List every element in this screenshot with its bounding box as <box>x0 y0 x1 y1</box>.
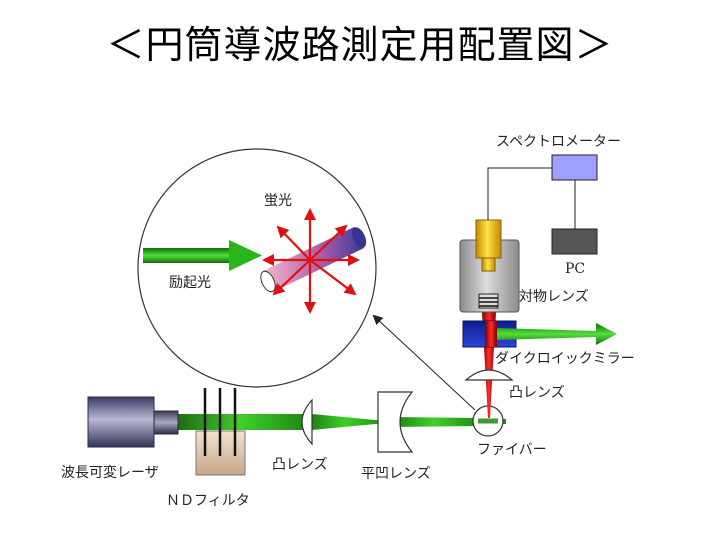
plano-concave-lens <box>377 391 414 453</box>
page-title: ＜円筒導波路測定用配置図＞ <box>106 23 614 67</box>
magnified-view-circle <box>137 148 377 388</box>
magnify-pointer-arrow <box>372 314 476 411</box>
excitation-label: 励起光 <box>169 275 211 291</box>
convex-lens-left <box>301 398 313 446</box>
excitation-beam <box>178 414 506 430</box>
nd-filter <box>195 388 246 476</box>
excitation-arrow <box>143 240 262 271</box>
plano-concave-lens-label: 平凹レンズ <box>361 466 431 482</box>
connection-lines <box>487 167 576 229</box>
spectrometer <box>551 154 598 181</box>
objective-lens-label: 対物レンズ <box>519 289 589 305</box>
dichroic-reflected-beam <box>497 323 617 345</box>
objective-lens <box>459 219 520 313</box>
convex-lens-left-label: 凸レンズ <box>272 457 328 473</box>
fiber-label: ファイバー <box>477 442 547 458</box>
convex-lens-right <box>464 369 514 381</box>
dichroic-mirror-label: ダイクロイックミラー <box>495 351 635 367</box>
fluorescence-arrows <box>262 208 360 314</box>
convex-lens-right-label: 凸レンズ <box>509 385 565 401</box>
spectrometer-label: スペクトロメーター <box>496 134 622 150</box>
tunable-laser-label: 波長可変レーザ <box>61 465 159 481</box>
nd-filter-label: ＮＤフィルタ <box>166 493 250 509</box>
tunable-laser <box>87 396 179 448</box>
pc <box>551 228 598 255</box>
pc-label: PC <box>565 261 586 277</box>
fluorescence-label: 蛍光 <box>264 193 292 209</box>
